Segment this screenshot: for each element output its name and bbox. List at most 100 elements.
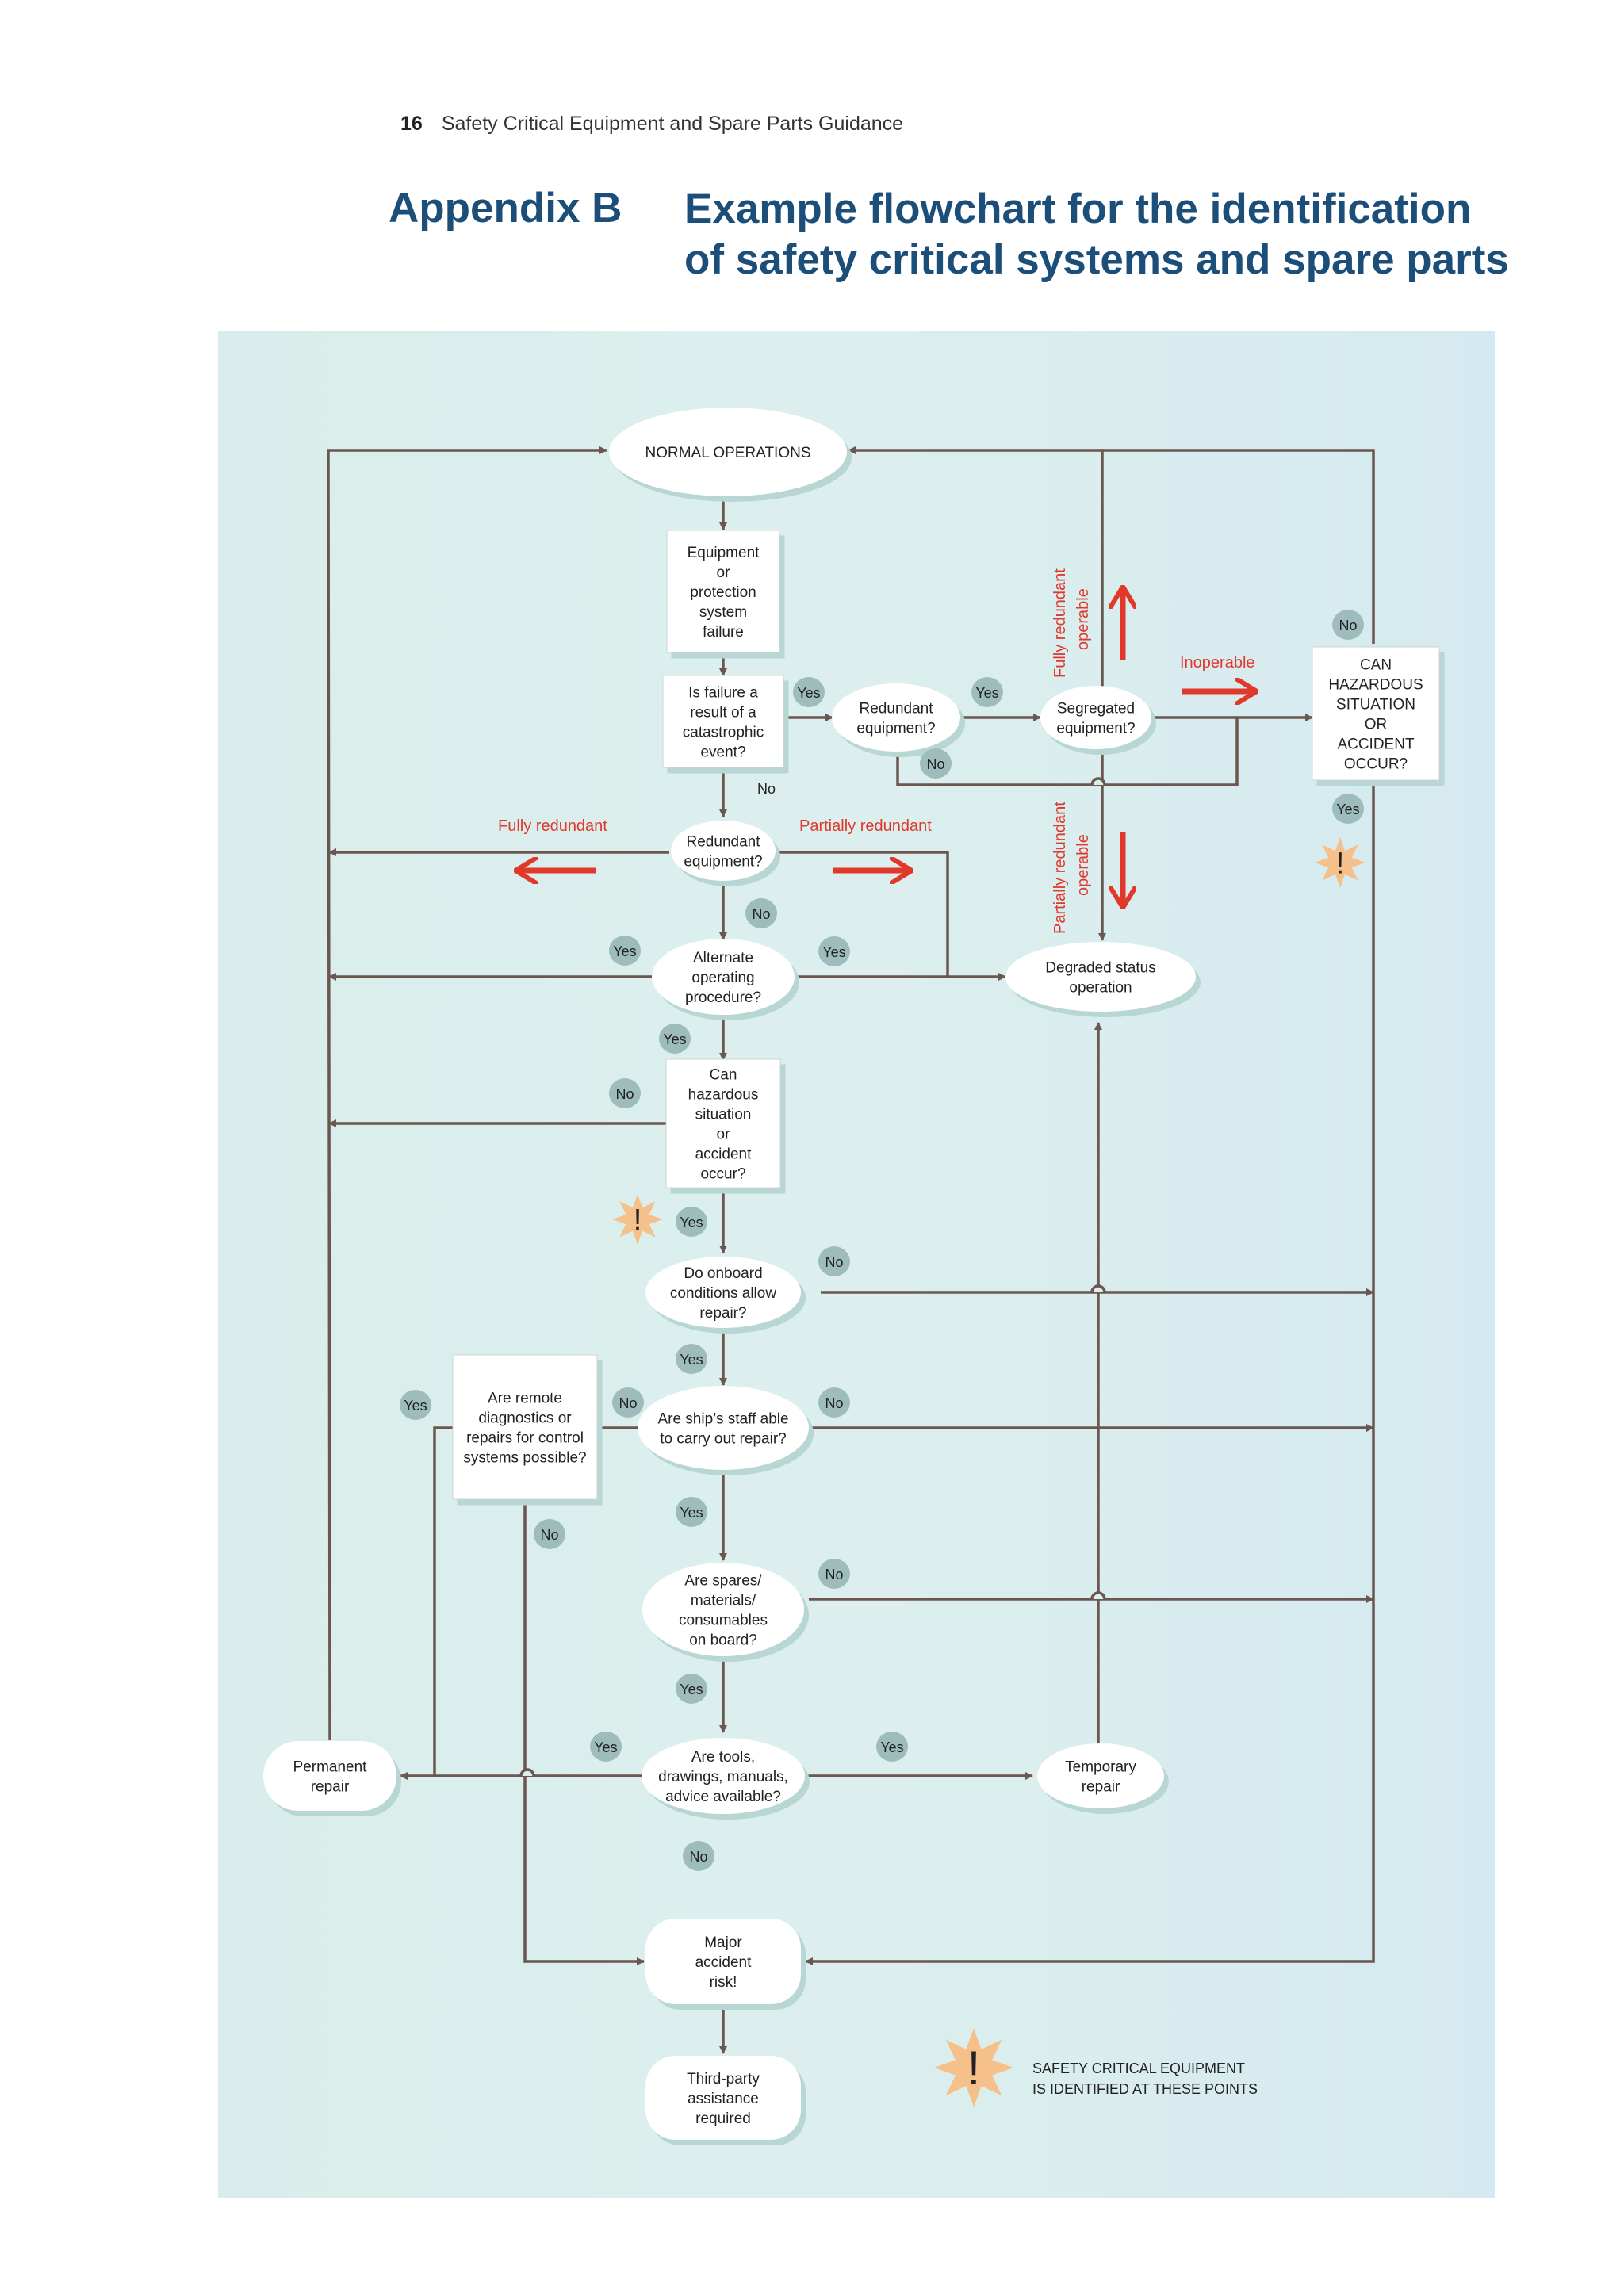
node-hazard-mid-text: situation — [695, 1107, 752, 1123]
node-catastrophic-event-text: Is failure a — [688, 685, 758, 702]
badge-yes-10: Yes — [676, 1207, 707, 1237]
badge-yes-12: Yes — [676, 1344, 707, 1374]
node-equipment-failure-text: Equipment — [688, 545, 760, 561]
node-major-risk-text: accident — [695, 1954, 752, 1971]
svg-text:No: No — [1339, 618, 1357, 633]
node-remote-diagnostics-text: Are remote — [488, 1391, 562, 1407]
node-hazard-mid-text: accident — [695, 1146, 752, 1163]
flowchart-panel — [218, 331, 1495, 2198]
line-crossing — [1090, 1284, 1106, 1293]
node-temporary-repair-text: Temporary — [1065, 1759, 1136, 1776]
node-equipment-failure-text: or — [717, 564, 731, 581]
node-temporary-repair: Temporary repair — [1037, 1743, 1164, 1808]
node-redundant-equipment-mid-text: Redundant — [687, 834, 761, 851]
node-equipment-failure-text: failure — [703, 624, 744, 641]
label-inoperable: Inoperable — [1180, 654, 1255, 672]
node-hazard-mid-text: or — [717, 1127, 731, 1143]
star-marker-mid: ! — [612, 1194, 663, 1245]
line-crossing — [519, 1768, 535, 1777]
red-direction-arrows — [515, 587, 1257, 908]
badge-yes-8: Yes — [659, 1024, 691, 1054]
exclamation-icon: ! — [634, 1203, 642, 1237]
svg-text:Yes: Yes — [680, 1505, 703, 1521]
badge-no-22: No — [683, 1841, 714, 1871]
connector-line — [1102, 449, 1375, 644]
node-remote-diagnostics-text: diagnostics or — [478, 1410, 572, 1427]
label-partially-redundant-operable-2: operable — [1074, 834, 1092, 896]
svg-text:Yes: Yes — [680, 1215, 703, 1230]
node-hazard-right-text: HAZARDOUS — [1328, 677, 1423, 694]
node-normal-operations-text: NORMAL OPERATIONS — [645, 445, 810, 461]
node-tools-available-text: drawings, manuals, — [658, 1769, 788, 1785]
svg-text:Yes: Yes — [975, 685, 998, 701]
node-alternate-procedure-text: Alternate — [693, 950, 753, 966]
node-hazard-right-text: OCCUR? — [1344, 756, 1408, 773]
node-hazard-right-text: CAN — [1360, 657, 1392, 674]
star-marker-right: ! — [1315, 837, 1365, 888]
svg-text:No: No — [825, 1395, 843, 1411]
document-title: Safety Critical Equipment and Spare Part… — [441, 113, 904, 135]
node-remote-diagnostics-text: repairs for control — [466, 1430, 584, 1447]
node-degraded-status-text: operation — [1069, 980, 1132, 997]
svg-text:No: No — [825, 1567, 843, 1582]
node-segregated-equipment-text: Segregated — [1057, 701, 1135, 718]
badge-no-11: No — [818, 1246, 850, 1276]
node-staff-repair-text: Are ship’s staff able — [657, 1411, 788, 1428]
node-third-party-text: Third-party — [687, 2071, 760, 2087]
label-no-catastrophic: No — [757, 781, 776, 797]
node-major-risk-text: Major — [704, 1934, 742, 1951]
svg-text:Yes: Yes — [404, 1398, 427, 1414]
node-hazard-right-text: SITUATION — [1336, 697, 1415, 714]
badge-yes-1: Yes — [971, 677, 1003, 707]
safety-critical-markers: !!! — [612, 837, 1365, 2107]
label-partially-redundant-operable-1: Partially redundant — [1051, 802, 1069, 934]
node-redundant-equipment-mid-text: equipment? — [684, 854, 762, 871]
node-catastrophic-event-text: event? — [700, 744, 745, 761]
svg-text:Yes: Yes — [1336, 802, 1359, 817]
svg-text:No: No — [619, 1395, 637, 1411]
title-line-1: Example flowchart for the identification — [684, 186, 1472, 232]
node-alternate-procedure: Alternate operating procedure? — [652, 939, 795, 1015]
node-permanent-repair-text: repair — [311, 1779, 350, 1796]
badge-yes-20: Yes — [590, 1732, 622, 1762]
node-spares-onboard-text: consumables — [679, 1613, 768, 1629]
flowchart-nodes: NORMAL OPERATIONS Equipment or protection sy… — [263, 408, 1440, 2140]
node-spares-onboard-text: on board? — [689, 1632, 757, 1649]
node-alternate-procedure-text: procedure? — [685, 989, 761, 1006]
node-segregated-equipment: Segregated equipment? — [1040, 686, 1151, 749]
node-segregated-equipment-text: equipment? — [1056, 721, 1135, 737]
svg-text:Yes: Yes — [797, 685, 820, 701]
svg-text:No: No — [752, 906, 770, 922]
connector-line — [805, 785, 1375, 1965]
node-staff-repair-text: to carry out repair? — [660, 1431, 786, 1448]
label-fully-redundant-operable-1: Fully redundant — [1051, 568, 1069, 678]
node-temporary-repair-text: repair — [1082, 1779, 1120, 1796]
appendix-heading: Appendix B — [389, 185, 622, 232]
connector-line — [896, 718, 1239, 786]
badge-no-18: No — [818, 1559, 850, 1589]
exclamation-icon: ! — [1336, 847, 1345, 880]
node-remote-diagnostics: Are remote diagnostics or repairs for cont… — [452, 1354, 598, 1500]
node-tools-available: Are tools,drawings, manuals,advice avail… — [642, 1738, 805, 1814]
svg-text:Yes: Yes — [822, 944, 845, 960]
node-hazard-mid-text: Can — [710, 1067, 737, 1084]
svg-text:Yes: Yes — [880, 1739, 903, 1755]
badge-no-14: No — [612, 1387, 644, 1418]
svg-text:Yes: Yes — [663, 1031, 686, 1047]
badge-yes-4: Yes — [1332, 794, 1364, 824]
star-marker-legend: ! — [934, 2028, 1013, 2107]
node-equipment-failure-text: protection — [690, 584, 756, 601]
badge-no-15: No — [818, 1387, 850, 1418]
line-crossing — [1090, 777, 1106, 786]
connector-line — [327, 446, 607, 1741]
node-onboard-conditions-text: Do onboard — [684, 1265, 762, 1282]
node-remote-diagnostics-text: systems possible? — [463, 1450, 586, 1467]
node-alternate-procedure-text: operating — [691, 970, 754, 986]
node-permanent-repair-text: Permanent — [293, 1759, 368, 1776]
